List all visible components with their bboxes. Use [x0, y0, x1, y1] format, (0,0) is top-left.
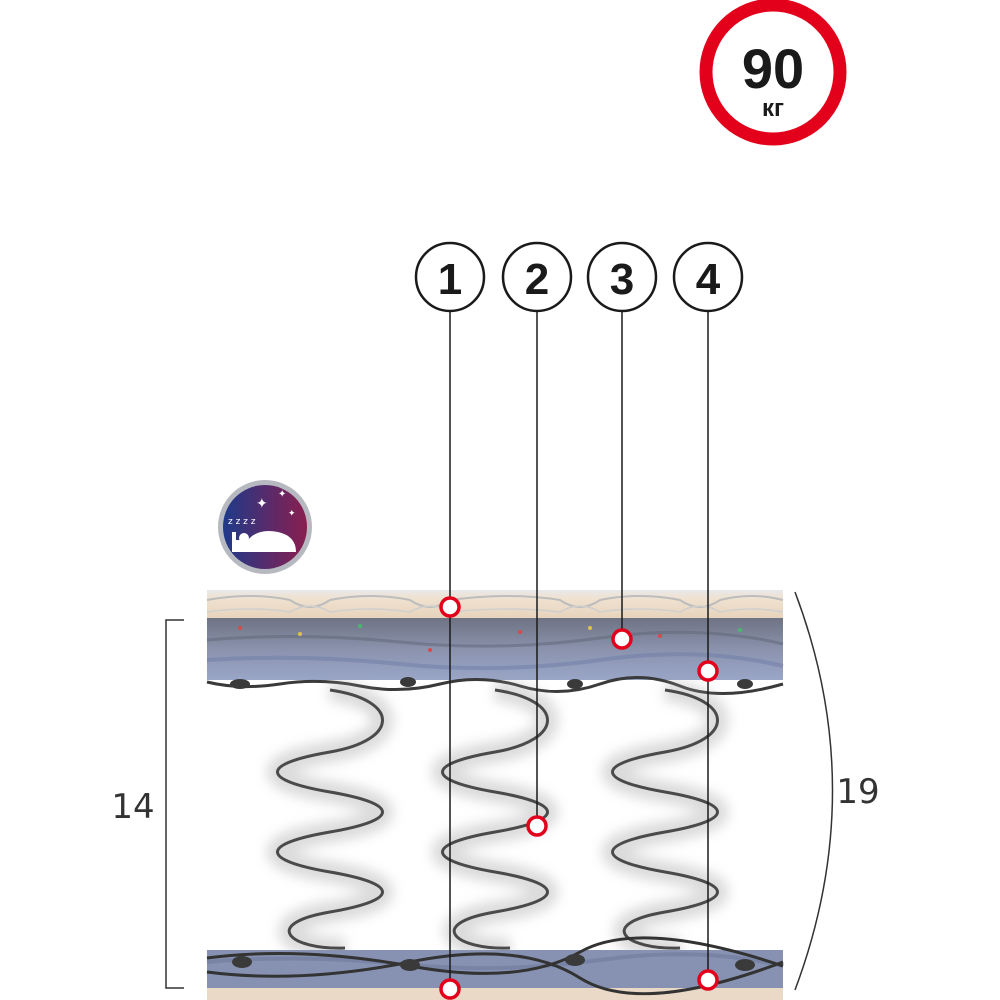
mattress-cover-layer: [206, 590, 784, 618]
inner-height-dimension: 14: [111, 619, 184, 989]
badge-value: 90: [742, 37, 804, 100]
bottom-border-wire: [206, 936, 784, 996]
callout-3: 3: [586, 241, 658, 313]
spring-2: [431, 679, 559, 960]
felt-layer: [206, 618, 784, 680]
marker-3: [611, 628, 633, 650]
callout-4: 4: [672, 241, 744, 313]
star-icon: ✦: [288, 509, 296, 519]
star-icon: ✦: [256, 496, 268, 512]
sleep-comfort-icon: ✦ ✦ ✦ z z z z: [218, 480, 312, 574]
callout-leaders: [449, 312, 709, 985]
callout-2: 2: [501, 241, 573, 313]
marker-4-top: [697, 660, 719, 682]
callout-2-label: 2: [525, 255, 549, 304]
marker-1-bottom: [439, 978, 461, 1000]
sleeper-silhouette: [232, 531, 296, 552]
layer-markers: [439, 596, 719, 1000]
bottom-felt-layer: [206, 950, 784, 1000]
badge-ring: [699, 0, 847, 146]
weight-limit-badge: 90 кг: [699, 0, 847, 146]
star-icon: ✦: [278, 489, 286, 500]
marker-2: [526, 815, 548, 837]
inner-height-value: 14: [111, 787, 154, 827]
spring-block: [266, 679, 729, 960]
total-height-dimension: 19: [794, 591, 880, 991]
marker-1-top: [439, 596, 461, 618]
badge-unit: кг: [762, 95, 784, 122]
callout-4-label: 4: [696, 255, 721, 304]
spring-3: [601, 679, 729, 960]
spring-1: [266, 679, 394, 960]
sleep-z-text: z z z z: [228, 517, 256, 527]
callout-1-label: 1: [438, 255, 462, 304]
callout-1: 1: [414, 241, 486, 313]
callout-3-label: 3: [610, 255, 634, 304]
marker-4-bottom: [697, 969, 719, 991]
total-height-value: 19: [836, 772, 879, 812]
